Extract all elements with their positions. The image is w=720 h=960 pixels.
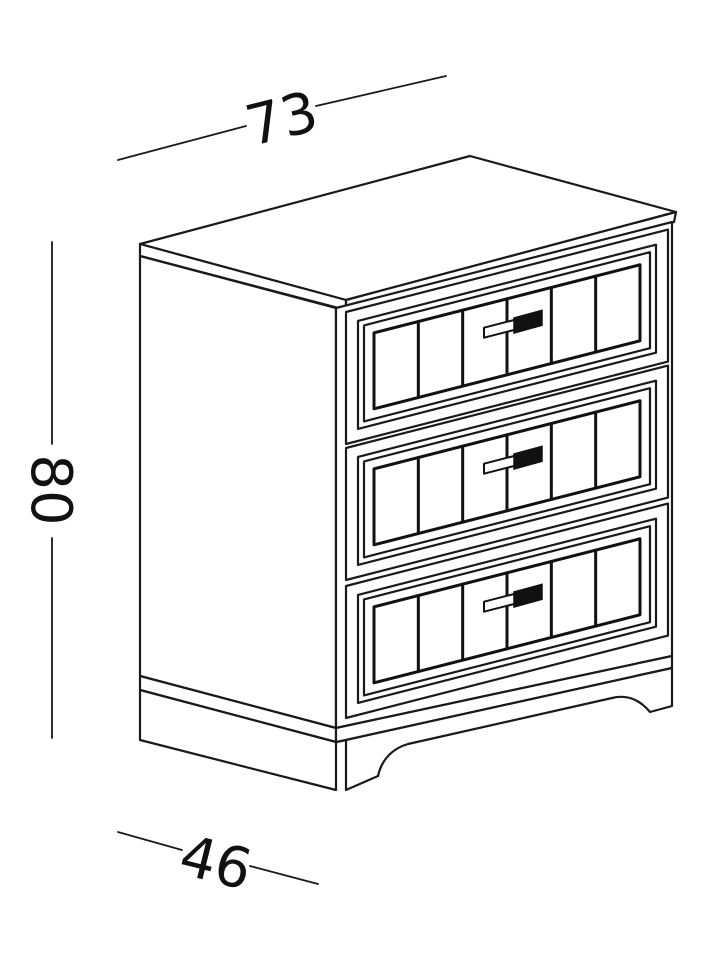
depth-dimension-line-right — [249, 865, 319, 885]
depth-dimension-line-left — [117, 831, 183, 851]
depth-dimension: 46 — [117, 823, 319, 904]
drawer-stack — [344, 228, 670, 720]
drawer-handle[interactable] — [483, 583, 543, 613]
side-panel — [138, 254, 338, 730]
depth-dimension-label: 46 — [173, 823, 258, 903]
drawer-handle[interactable] — [483, 309, 543, 339]
handle-grip — [513, 583, 543, 608]
width-dimension-line-left — [117, 125, 247, 161]
drawer-handle[interactable] — [483, 445, 543, 475]
width-dimension-line-right — [315, 75, 447, 107]
plinth-front — [344, 666, 674, 792]
width-dimension: 73 — [117, 75, 447, 161]
handle-grip — [513, 309, 543, 334]
handle-grip — [513, 445, 543, 470]
plinth-side — [138, 688, 338, 792]
drawer-3[interactable] — [344, 502, 670, 720]
height-dimension: 80 — [18, 241, 83, 739]
height-dimension-label: 80 — [18, 454, 83, 525]
width-dimension-label: 73 — [239, 79, 324, 159]
drawer-1[interactable] — [344, 228, 670, 446]
drawer-2[interactable] — [344, 364, 670, 582]
